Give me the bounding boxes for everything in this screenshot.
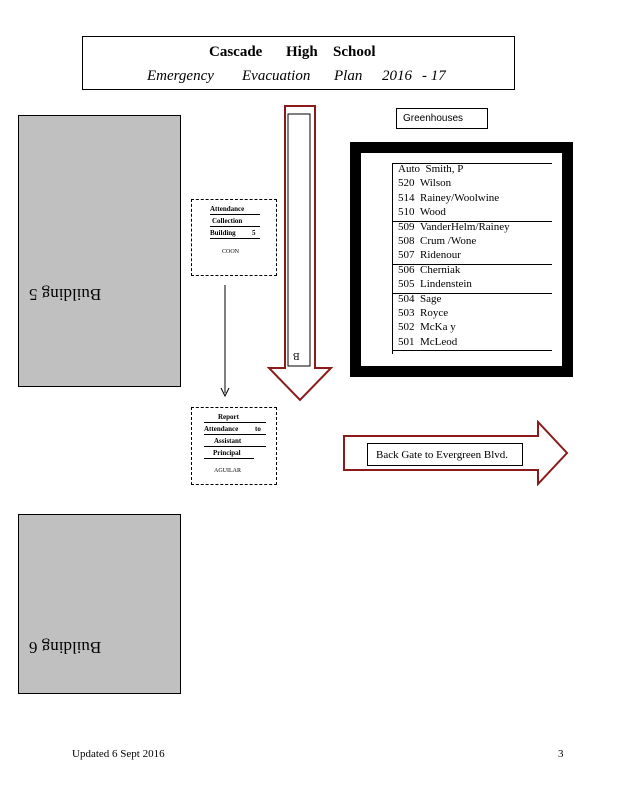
greenhouses-label: Greenhouses (403, 113, 464, 124)
room-number: 510 (398, 206, 415, 219)
room-list-item: 501 McLeod (398, 336, 457, 348)
room-teacher: Wilson (419, 177, 452, 190)
room-teacher: Sage (420, 292, 442, 305)
room-group-separator (392, 292, 552, 294)
underline (210, 214, 260, 215)
arrow-label: B (293, 350, 300, 361)
header-plan-word-2: Evacuation (242, 68, 311, 84)
room-group-separator (392, 263, 552, 265)
report-person-name: AGUILAR (214, 468, 241, 474)
header-plan-word-3: Plan (334, 68, 363, 84)
room-list-item: 502 McKa y (398, 321, 456, 333)
attendance-collection-box: Attendance Collection Building 5 COON (191, 199, 277, 276)
report-attendance-box: Report Attendance to Assistant Principal… (191, 407, 277, 485)
underline (204, 446, 266, 447)
underline (204, 422, 266, 423)
underline (210, 226, 260, 227)
greenhouses-box: Greenhouses (396, 108, 488, 129)
building-5-label: Building 5 (29, 285, 102, 304)
room-list-item: Auto Smith, P (398, 163, 463, 175)
room-list-item: 508 Crum /Wone (398, 235, 476, 247)
room-teacher: McKa y (420, 321, 456, 334)
attendance-collection-line-3a: Building (210, 229, 236, 237)
page-number: 3 (558, 748, 564, 760)
header-plan-word-5: - 17 (422, 68, 446, 84)
room-group-separator (392, 350, 552, 352)
room-list-item: 520 Wilson (398, 177, 451, 189)
room-list-item: 503 Royce (398, 307, 448, 319)
back-gate-label: Back Gate to Evergreen Blvd. (376, 449, 509, 461)
building-6-label: Building 6 (29, 638, 102, 657)
underline (204, 434, 266, 435)
connector-arrow (220, 285, 230, 398)
header-school-word-1: Cascade (209, 44, 263, 60)
header-school-word-2: High (286, 44, 318, 60)
room-group-separator (392, 163, 552, 164)
room-list-item: 510 Wood (398, 206, 446, 218)
report-line-2b: to (255, 425, 261, 433)
room-number: 509 (398, 220, 415, 233)
header-school-word-3: School (333, 44, 376, 60)
room-number: 508 (398, 235, 415, 247)
attendance-collector-name: COON (222, 249, 240, 255)
report-line-3: Assistant (214, 437, 242, 445)
building-5-block: Building 5 (18, 115, 181, 387)
room-teacher: McLeod (420, 335, 458, 348)
underline (204, 458, 254, 459)
room-list-item: 507 Ridenour (398, 249, 461, 261)
room-number: 507 (398, 249, 415, 262)
room-number: 505 (398, 278, 415, 291)
room-list-divider (392, 163, 393, 355)
header-plan-word-1: Emergency (147, 68, 214, 84)
room-number: 501 (398, 335, 415, 348)
room-teacher: Ridenour (420, 249, 461, 262)
room-teacher: Cherniak (420, 263, 461, 276)
back-gate-box: Back Gate to Evergreen Blvd. (367, 443, 523, 466)
room-teacher: VanderHelm/Rainey (419, 220, 510, 233)
rooms-list: Auto Smith, P 520 Wilson 514 Rainey/Woolwi… (361, 153, 562, 366)
report-line-2a: Attendance (204, 425, 239, 433)
room-teacher: Smith, P (425, 163, 464, 175)
room-teacher: Rainey/Woolwine (420, 191, 500, 204)
room-teacher: Royce (420, 307, 449, 319)
room-teacher: Crum /Wone (420, 235, 477, 247)
room-list-item: 514 Rainey/Woolwine (398, 192, 499, 204)
room-number: 520 (398, 177, 415, 190)
room-number: 502 (398, 321, 415, 334)
attendance-collection-line-2: Collection (212, 217, 243, 225)
building-6-block: Building 6 (18, 514, 181, 694)
room-list-item: 506 Cherniak (398, 264, 460, 276)
attendance-collection-line-3b: 5 (252, 229, 256, 237)
evacuation-down-arrow (266, 105, 334, 402)
room-group-separator (392, 220, 552, 222)
report-line-1: Report (218, 413, 239, 421)
underline (210, 238, 260, 239)
header-plan-word-4: 2016 (382, 68, 412, 84)
room-list-item: 509 VanderHelm/Rainey (398, 221, 510, 233)
room-list-item: 505 Lindenstein (398, 278, 472, 290)
room-number: 506 (398, 263, 415, 276)
plan-header: Cascade High School Emergency Evacuation… (82, 36, 515, 90)
report-line-4: Principal (213, 449, 241, 457)
room-teacher: Lindenstein (420, 278, 472, 291)
room-number: Auto (398, 163, 420, 175)
room-number: 503 (398, 307, 415, 319)
room-teacher: Wood (419, 206, 446, 219)
room-number: 504 (398, 292, 415, 305)
attendance-collection-line-1: Attendance (210, 205, 245, 213)
room-number: 514 (398, 191, 415, 204)
room-list-item: 504 Sage (398, 293, 441, 305)
updated-date: Updated 6 Sept 2016 (72, 748, 165, 760)
